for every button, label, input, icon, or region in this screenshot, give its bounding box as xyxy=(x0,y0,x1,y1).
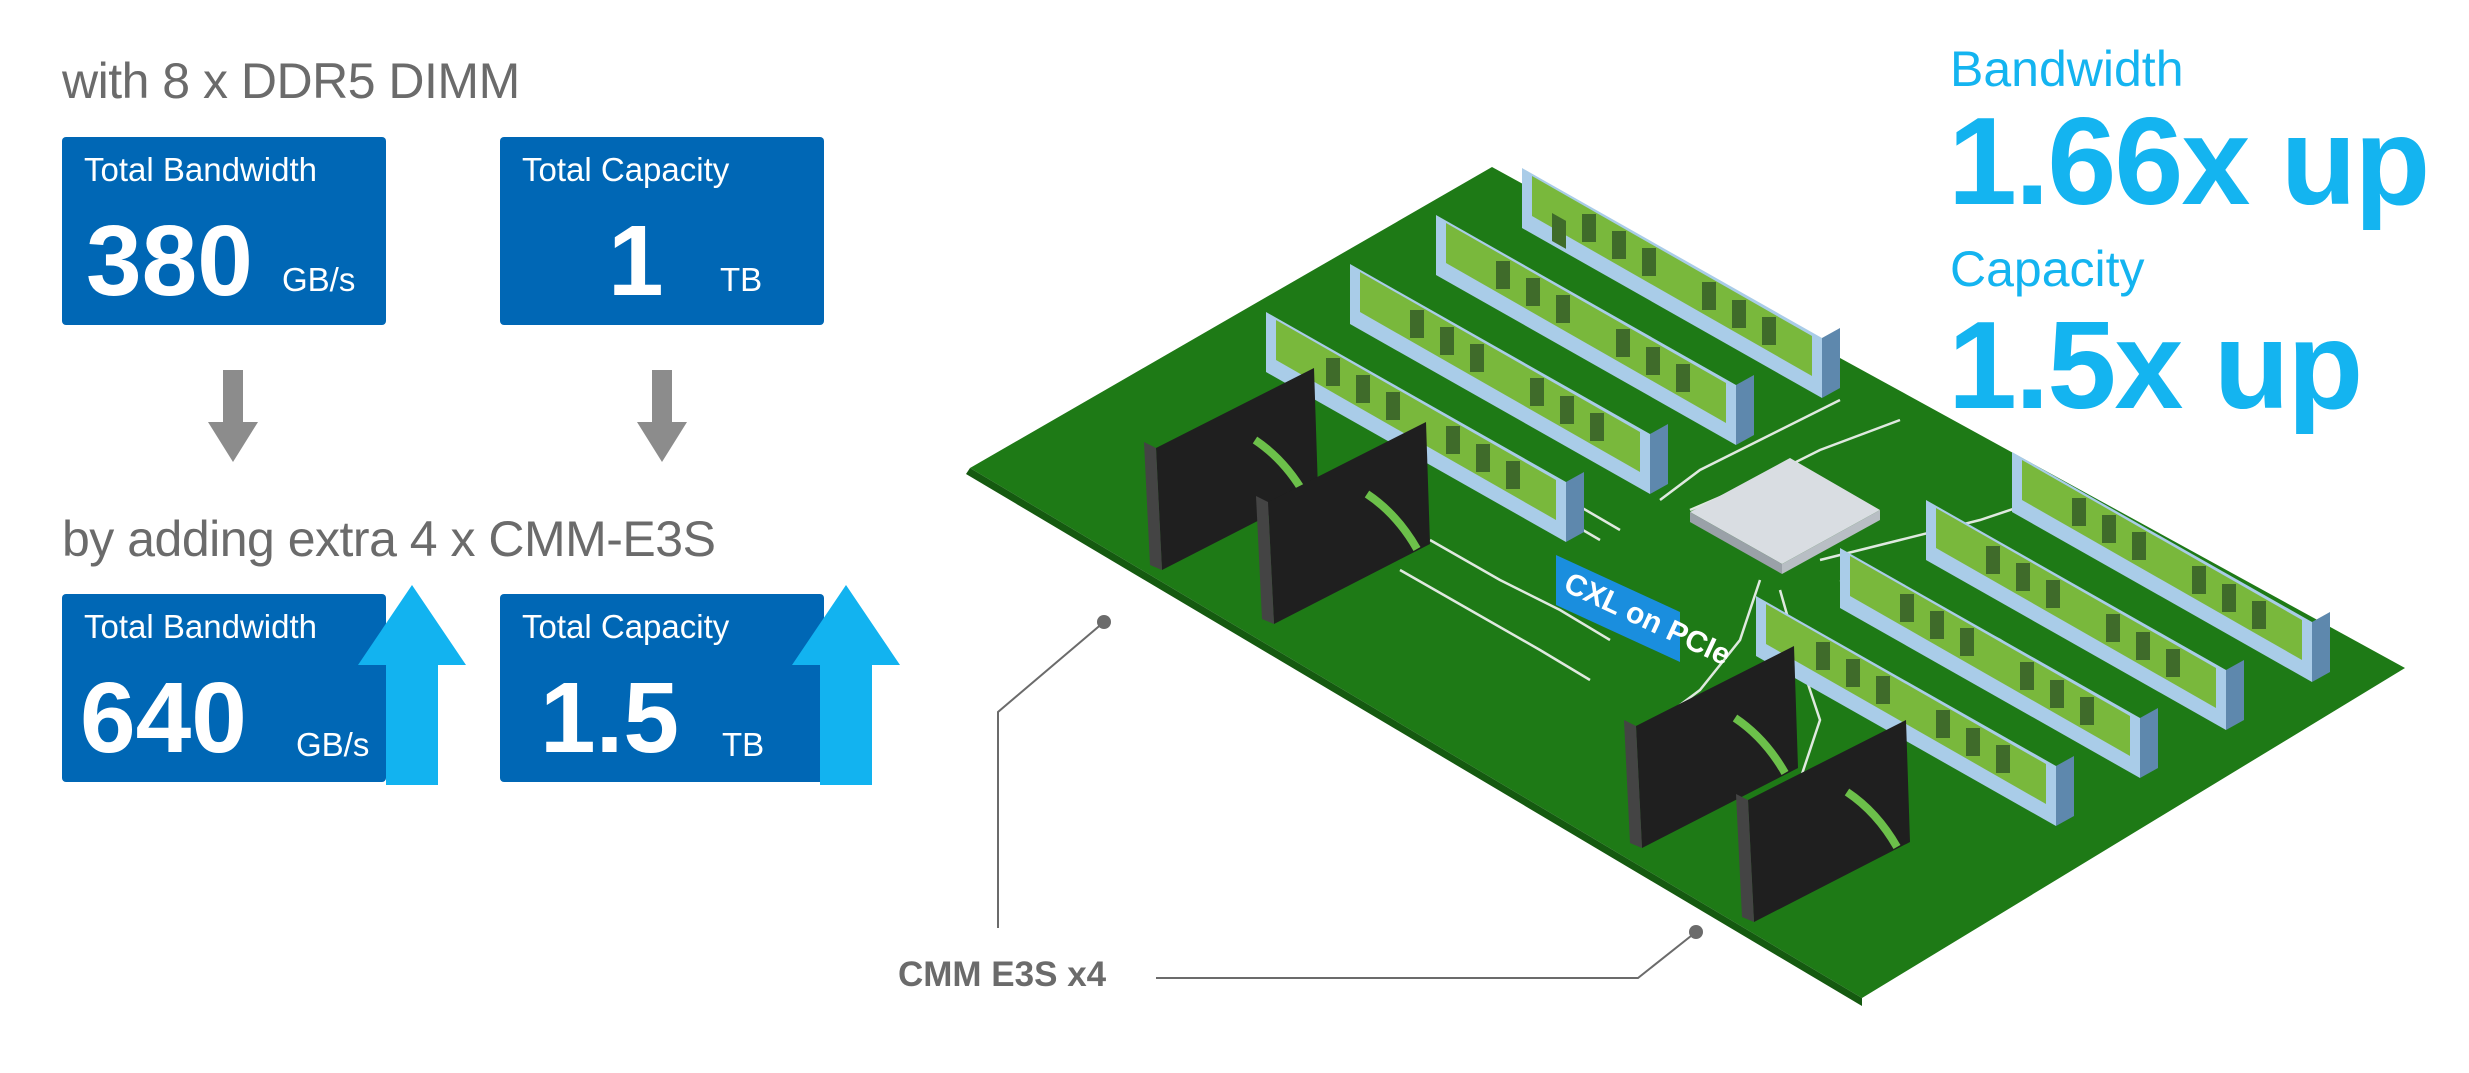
bandwidth-stat-value: 1.66x up xyxy=(1948,93,2430,231)
card-label: Total Bandwidth xyxy=(84,151,317,188)
dimm-bank-right xyxy=(1756,452,2330,826)
arrow-down-icon xyxy=(208,370,258,462)
cmm-e3s-module xyxy=(1256,422,1430,624)
bottom-bandwidth-card: Total Bandwidth 640 GB/s xyxy=(62,594,386,782)
card-unit: TB xyxy=(720,261,763,298)
card-value: 1.5 xyxy=(540,662,680,774)
capacity-stat-label: Capacity xyxy=(1950,241,2145,297)
card-label: Total Capacity xyxy=(522,608,730,645)
cmm-e3s-module xyxy=(1736,720,1910,922)
callout-leader-lines xyxy=(997,621,1697,979)
arrow-up-icon xyxy=(792,585,900,785)
dimm-bank-left xyxy=(1266,168,1840,542)
cpu-chip xyxy=(1690,458,1880,574)
arrow-down-icon xyxy=(637,370,687,462)
capacity-stat-value: 1.5x up xyxy=(1948,297,2363,435)
card-unit: GB/s xyxy=(282,261,356,298)
bottom-capacity-card: Total Capacity 1.5 TB xyxy=(500,594,824,782)
card-value: 380 xyxy=(86,205,253,317)
card-value: 1 xyxy=(608,205,664,317)
top-bandwidth-card: Total Bandwidth 380 GB/s xyxy=(62,137,386,325)
callout-label: CMM E3S x4 xyxy=(898,955,1107,994)
top-capacity-card: Total Capacity 1 TB xyxy=(500,137,824,325)
bandwidth-stat-label: Bandwidth xyxy=(1950,41,2184,97)
bottom-heading: by adding extra 4 x CMM-E3S xyxy=(62,511,716,567)
callout-dot xyxy=(1097,615,1111,629)
arrow-up-icon xyxy=(358,585,466,785)
top-heading: with 8 x DDR5 DIMM xyxy=(62,53,520,109)
card-unit: TB xyxy=(722,726,765,763)
card-value: 640 xyxy=(80,662,247,774)
card-unit: GB/s xyxy=(296,726,370,763)
cmm-e3s-module xyxy=(1624,646,1798,848)
card-label: Total Capacity xyxy=(522,151,730,188)
callout-dot xyxy=(1689,925,1703,939)
card-label: Total Bandwidth xyxy=(84,608,317,645)
